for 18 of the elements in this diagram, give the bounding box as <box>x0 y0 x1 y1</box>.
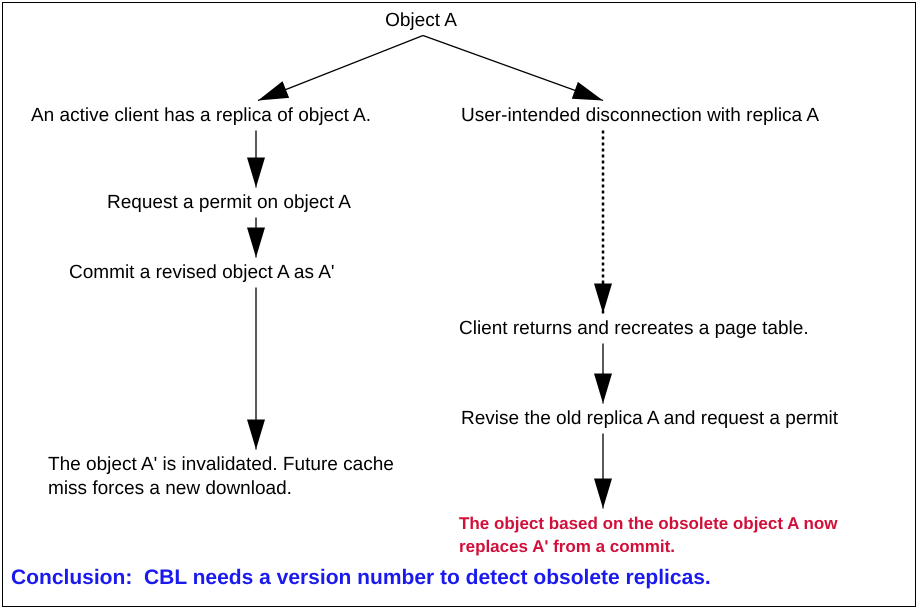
step-text: User-intended disconnection with replica A <box>461 104 820 128</box>
arrow <box>594 344 612 404</box>
step-text: An active client has a replica of object A. <box>31 104 372 128</box>
step-text: Client returns and recreates a page table. <box>459 317 809 341</box>
step-text: Revise the old replica A and request a permit <box>461 407 838 431</box>
arrow <box>247 130 265 188</box>
dotted-arrow <box>594 130 612 314</box>
conclusion-text: Conclusion: CBL needs a version number to detect obsolete replicas. <box>11 566 711 590</box>
step-text: The object A' is invalidated. Future cache miss forces a new download. <box>48 453 398 501</box>
arrow <box>247 218 265 258</box>
step-text: Request a permit on object A <box>107 191 351 215</box>
arrow <box>422 34 604 102</box>
arrow <box>594 434 612 508</box>
arrow <box>247 288 265 450</box>
warning-text: The object based on the obsolete object A now replaces A' from a commit. <box>459 512 909 558</box>
step-text: Commit a revised object A as A' <box>69 261 335 285</box>
arrow <box>258 34 424 102</box>
step-text: Object A <box>385 9 457 33</box>
